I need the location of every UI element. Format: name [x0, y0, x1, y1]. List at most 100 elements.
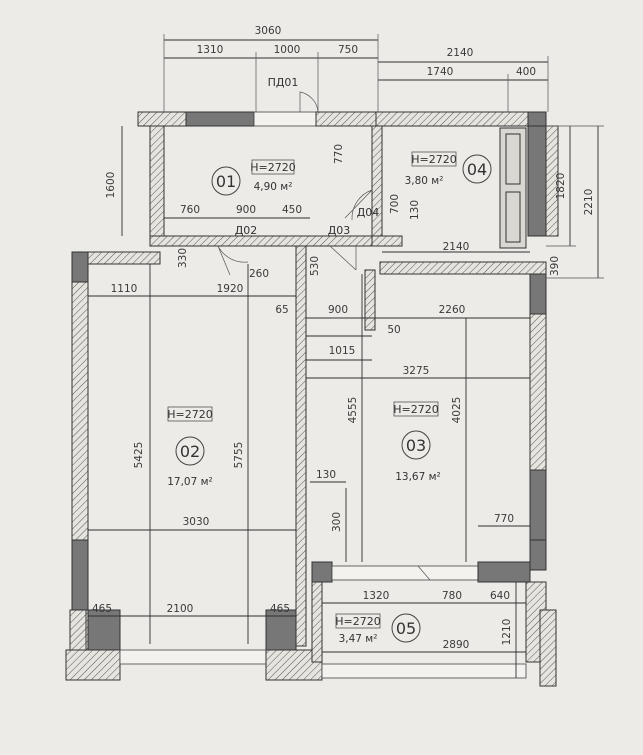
dim-1600: 1600 — [105, 172, 117, 199]
door-room03-loggia — [331, 565, 479, 581]
dim-1310: 1310 — [197, 44, 224, 56]
wall-room03-right-dark-bottom — [529, 469, 547, 541]
walls — [65, 111, 559, 687]
dim-2140-inner: 2140 — [443, 241, 470, 253]
dim-770: 770 — [333, 144, 345, 164]
dim-2210: 2210 — [583, 189, 595, 216]
door-label-d02: Д02 — [235, 224, 258, 237]
room-01-area: 4,90 м² — [254, 181, 293, 193]
wall-corridor-partition — [364, 269, 376, 331]
entry-opening — [253, 111, 317, 127]
wall-room02-bottom-left-foot — [65, 649, 121, 681]
wall-loggia-corner-left — [311, 561, 333, 583]
wall-top-mid-hatched — [315, 111, 377, 127]
dim-3275: 3275 — [403, 365, 430, 377]
dim-400: 400 — [516, 66, 536, 78]
dim-65: 65 — [275, 304, 288, 316]
dim-1015: 1015 — [329, 345, 356, 357]
door-pd01-swing — [299, 91, 319, 113]
dim-330: 330 — [177, 248, 189, 268]
dim-2100: 2100 — [167, 603, 194, 615]
door-label-d03: Д03 — [328, 224, 351, 237]
wall-top-dark — [185, 111, 255, 127]
dim-530: 530 — [309, 256, 321, 276]
dim-2890: 2890 — [443, 639, 470, 651]
dimension-lines — [88, 34, 604, 678]
dim-770-b: 770 — [494, 513, 514, 525]
wall-room02-left-dark-bottom — [71, 539, 89, 611]
wall-room02-03-partition — [295, 245, 307, 647]
dim-1820: 1820 — [555, 173, 567, 200]
dim-900-b: 900 — [328, 304, 348, 316]
room-04-height: H=2720 — [411, 153, 456, 166]
wall-loggia-corner-right — [477, 561, 531, 583]
wall-room03-right-dark-top — [529, 273, 547, 315]
room-05: H=2720 05 3,47 м² — [335, 613, 421, 645]
window-loggia — [321, 663, 527, 679]
wall-room02-top — [87, 251, 161, 265]
wall-room04-right-dark — [527, 125, 547, 237]
dim-1000: 1000 — [274, 44, 301, 56]
dim-750: 750 — [338, 44, 358, 56]
dimension-labels: 3060 1310 1000 750 2140 1740 400 1600 54… — [92, 25, 595, 651]
dim-1740: 1740 — [427, 66, 454, 78]
fixture-room04 — [499, 127, 527, 249]
room-02-number: 02 — [180, 442, 200, 461]
dim-130-b: 130 — [316, 469, 336, 481]
dim-3030: 3030 — [183, 516, 210, 528]
wall-room02-bottom-left — [69, 609, 87, 651]
wall-room02-left-dark-top — [71, 251, 89, 283]
dim-260: 260 — [249, 268, 269, 280]
dim-450: 450 — [282, 204, 302, 216]
wall-loggia-left — [311, 581, 323, 663]
dim-1920: 1920 — [217, 283, 244, 295]
dim-390: 390 — [549, 256, 561, 276]
dim-5755: 5755 — [233, 442, 245, 469]
wall-room02-bottom-right-dark — [265, 609, 297, 651]
wall-room01-left — [149, 125, 165, 237]
room-03-height: H=2720 — [393, 403, 438, 416]
dim-465-a: 465 — [92, 603, 112, 615]
room-04: H=2720 04 3,80 м² — [405, 151, 492, 187]
room-01: H=2720 01 4,90 м² — [211, 159, 296, 196]
dim-50: 50 — [387, 324, 400, 336]
window-room02 — [119, 649, 267, 665]
wall-under-room04-left — [371, 235, 403, 247]
dim-1210: 1210 — [501, 619, 513, 646]
dim-3060: 3060 — [255, 25, 282, 37]
room-05-height: H=2720 — [335, 615, 380, 628]
door-d03-swing — [329, 245, 357, 271]
dim-640: 640 — [490, 590, 510, 602]
room-03-area: 13,67 м² — [395, 471, 441, 483]
door-labels: ПД01 Д02 Д03 Д04 — [235, 76, 380, 237]
room-03: H=2720 03 13,67 м² — [393, 401, 441, 483]
room-01-number: 01 — [216, 172, 236, 191]
wall-loggia-right-outer — [539, 609, 557, 687]
dim-4025: 4025 — [451, 397, 463, 424]
room-01-height: H=2720 — [250, 161, 295, 174]
room-02-height: H=2720 — [167, 408, 212, 421]
dim-465-b: 465 — [270, 603, 290, 615]
wall-under-room04 — [379, 261, 547, 275]
dim-300: 300 — [331, 512, 343, 532]
doors — [217, 91, 431, 581]
dim-760: 760 — [180, 204, 200, 216]
room-04-number: 04 — [467, 160, 487, 179]
dim-900-a: 900 — [236, 204, 256, 216]
wall-top-right-dark — [527, 111, 547, 127]
dim-130-a: 130 — [409, 200, 421, 220]
wall-room02-bottom-left-dark — [87, 609, 121, 651]
room-05-area: 3,47 м² — [339, 633, 378, 645]
wall-top-right-hatched — [375, 111, 547, 127]
door-d02-swing — [217, 245, 249, 276]
door-d04-swing — [344, 189, 373, 221]
dim-2140-top: 2140 — [447, 47, 474, 59]
wall-room01-04-partition — [371, 125, 383, 237]
dim-1320: 1320 — [363, 590, 390, 602]
room-02: H=2720 02 17,07 м² — [167, 406, 213, 488]
room-04-area: 3,80 м² — [405, 175, 444, 187]
door-loggia-swing — [417, 565, 431, 581]
dim-4555: 4555 — [347, 397, 359, 424]
room-02-area: 17,07 м² — [167, 476, 213, 488]
